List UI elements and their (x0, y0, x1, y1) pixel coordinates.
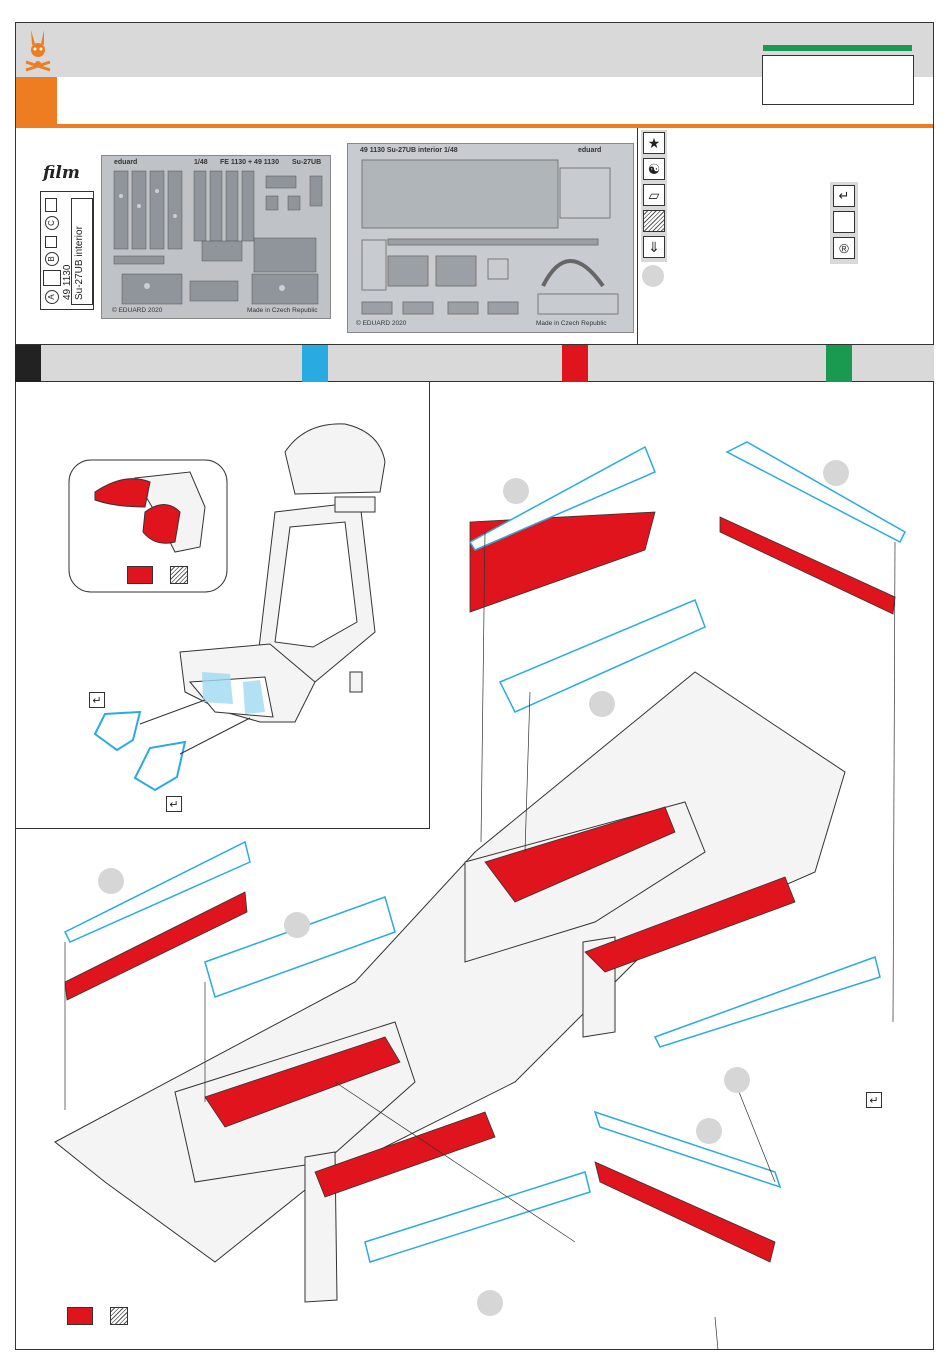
fret-2-title: 49 1130 Su-27UB interior 1/48 (360, 147, 458, 154)
fret-2-copyright: © EDUARD 2020 (356, 320, 406, 327)
green-accent-bar (763, 45, 912, 51)
green-swatch (826, 345, 852, 382)
film-letter-c-text: C (47, 220, 56, 226)
etched-hatch-icon (110, 1307, 128, 1325)
photo-etch-fret-2: 49 1130 Su-27UB interior 1/48 eduard © E… (347, 143, 634, 333)
etched-hatch-icon (170, 566, 188, 584)
fret-1-parts (102, 156, 330, 318)
part-circle (823, 460, 849, 486)
part-circle (589, 691, 615, 717)
film-letter-b: B (45, 252, 59, 266)
part-circle (503, 478, 529, 504)
eduard-rabbit-logo (22, 28, 54, 72)
fret-2-made-in: Made in Czech Republic (536, 320, 606, 327)
fret-divider (637, 128, 638, 344)
film-letter-a-text: A (47, 294, 56, 299)
fret-1-made-in: Made in Czech Republic (247, 307, 317, 314)
assembly-drawing (15, 382, 934, 1350)
drill-icon: ⇓ (643, 236, 665, 258)
film-set-text: 49 1130 Su-27UB interior (62, 226, 86, 300)
film-set-name: Su-27UB interior (74, 226, 86, 300)
red-color-swatch (127, 566, 153, 584)
photo-etch-fret-1: eduard 1/48 FE 1130 + 49 1130 Su-27UB © … (101, 155, 331, 319)
red-swatch (562, 345, 588, 382)
film-set-number: 49 1130 (62, 226, 74, 300)
film-label: film (43, 163, 80, 183)
blank-box-icon (833, 211, 855, 233)
fret-1-codes: FE 1130 + 49 1130 (220, 159, 279, 166)
color-legend-bar (15, 344, 934, 382)
film-letter-c: C (45, 216, 59, 230)
red-color-swatch (67, 1307, 93, 1325)
fret-1-model: Su-27UB (292, 159, 321, 166)
blue-swatch (302, 345, 328, 382)
part-circle (98, 868, 124, 894)
part-circle (284, 912, 310, 938)
part-number-circle-legend (642, 265, 664, 287)
bend-arrow-icon: ↵ (833, 185, 855, 207)
film-letter-b-text: B (47, 256, 56, 261)
etched-hatch-icon (643, 210, 665, 232)
bend-arrow-icon: ↵ (89, 692, 105, 708)
part-circle (696, 1118, 722, 1144)
star-icon: ★ (643, 132, 665, 154)
fret-1-brand: eduard (114, 159, 137, 166)
fret-2-brand: eduard (578, 147, 601, 154)
bend-arrow-icon: ↵ (866, 1092, 882, 1108)
bend-arrow-icon: ↵ (166, 796, 182, 812)
black-swatch (15, 345, 41, 382)
film-sheet-icon: ▱ (643, 184, 665, 206)
part-circle (724, 1067, 750, 1093)
fret-1-copyright: © EDUARD 2020 (112, 307, 162, 314)
fret-1-scale: 1/48 (194, 159, 208, 166)
r-circle-icon: ® (833, 237, 855, 259)
part-circle (477, 1290, 503, 1316)
fret-2-parts (348, 144, 633, 332)
yin-yang-icon: ☯ (643, 158, 665, 180)
code-box (762, 55, 914, 105)
cockpit-tub (55, 672, 845, 1302)
film-letter-a: A (45, 290, 59, 304)
